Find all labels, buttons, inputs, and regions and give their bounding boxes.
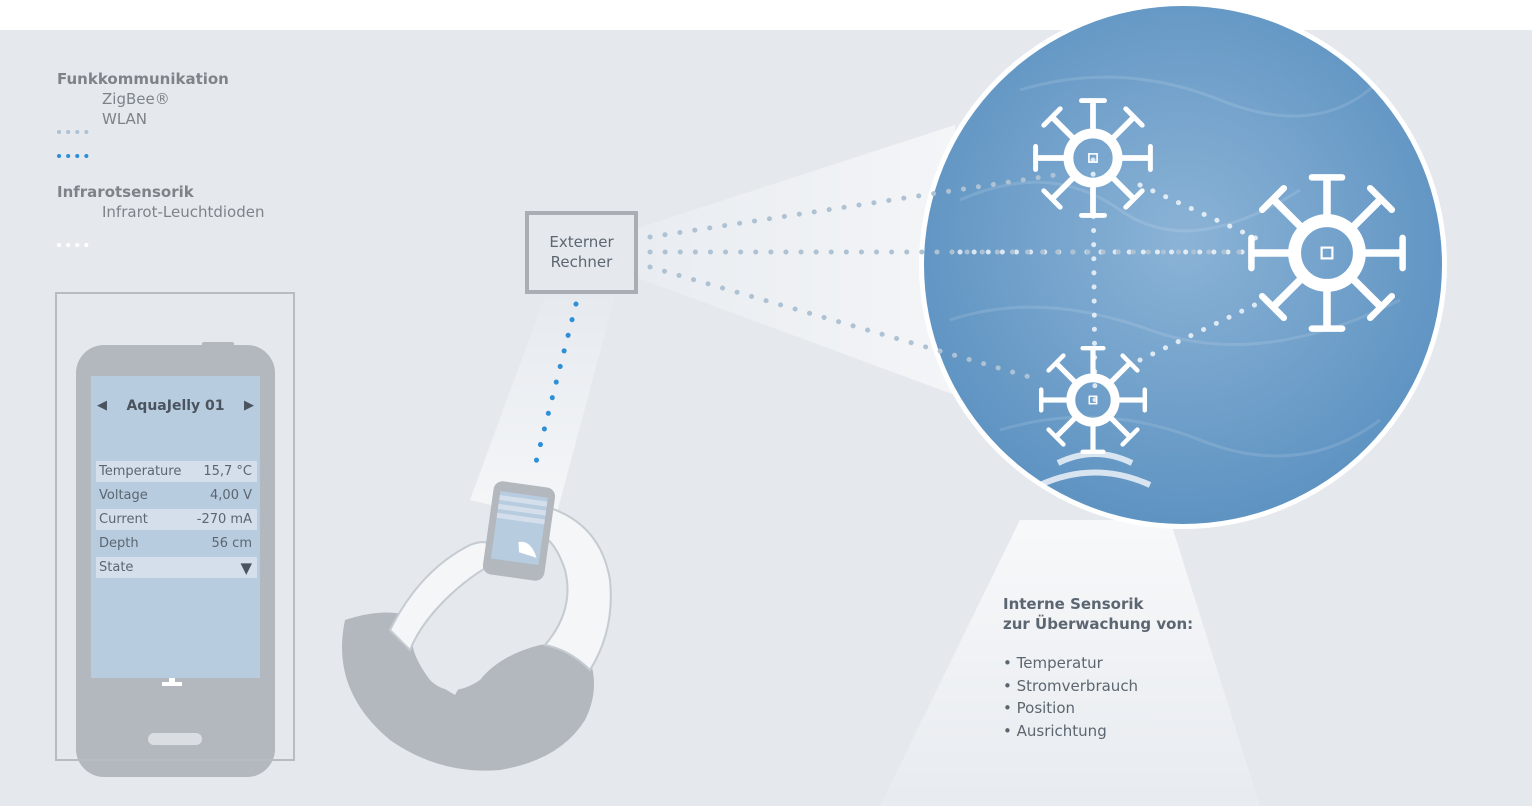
legend-wlan: WLAN bbox=[102, 110, 229, 128]
state-dropdown[interactable]: State ▼ bbox=[96, 557, 257, 578]
row-label: Depth bbox=[99, 536, 139, 551]
row-voltage: Voltage 4,00 V bbox=[96, 485, 257, 506]
external-computer: Externer Rechner bbox=[525, 211, 638, 294]
sensors-heading-1: Interne Sensorik bbox=[1003, 595, 1144, 613]
water-sphere bbox=[924, 6, 1442, 524]
app-title: AquaJelly 01 bbox=[126, 398, 225, 414]
legend-wlan-label: WLAN bbox=[102, 110, 148, 128]
computer-label-line1: Externer bbox=[549, 233, 614, 251]
dropdown-triangle-icon[interactable]: ▼ bbox=[240, 558, 252, 577]
list-item: Position bbox=[1003, 697, 1193, 720]
legend-radio: Funkkommunikation ZigBee® WLAN bbox=[57, 70, 229, 128]
sensors-list: Temperatur Stromverbrauch Position Ausri… bbox=[1003, 652, 1193, 742]
row-value: -270 mA bbox=[196, 512, 252, 527]
next-arrow-icon[interactable]: ▶ bbox=[244, 398, 254, 413]
row-value: 15,7 °C bbox=[203, 464, 252, 479]
legend-zigbee-label: ZigBee® bbox=[102, 90, 170, 108]
zigbee-beam bbox=[638, 125, 955, 395]
legend-zigbee: ZigBee® bbox=[102, 90, 229, 108]
app-screen: ◀ AquaJelly 01 ▶ Temperature 15,7 °C Vol… bbox=[91, 376, 260, 678]
legend-infrared-leds: Infrarot-Leuchtdioden bbox=[102, 203, 264, 221]
person-illustration bbox=[342, 481, 612, 771]
legend-dot-samples bbox=[57, 130, 94, 247]
list-item: Temperatur bbox=[1003, 652, 1193, 675]
row-label: Voltage bbox=[99, 488, 148, 503]
internal-sensors-text: Interne Sensorik zur Überwachung von: Te… bbox=[1003, 594, 1193, 742]
row-value: 56 cm bbox=[211, 536, 253, 551]
row-label: Temperature bbox=[99, 464, 182, 479]
phone-frame bbox=[55, 292, 295, 761]
row-value: 4,00 V bbox=[210, 488, 252, 503]
list-item: Stromverbrauch bbox=[1003, 675, 1193, 698]
water-ripples bbox=[949, 75, 1401, 458]
sensors-heading-2: zur Überwachung von: bbox=[1003, 615, 1194, 633]
sensor-waves bbox=[1038, 451, 1152, 488]
row-temperature: Temperature 15,7 °C bbox=[96, 461, 257, 482]
legend-radio-heading: Funkkommunikation bbox=[57, 70, 229, 88]
row-current: Current -270 mA bbox=[96, 509, 257, 530]
computer-label-line2: Rechner bbox=[550, 253, 613, 271]
row-label: Current bbox=[99, 512, 148, 527]
wlan-beam bbox=[470, 296, 615, 520]
row-depth: Depth 56 cm bbox=[96, 533, 257, 554]
wlan-link bbox=[530, 301, 579, 477]
prev-arrow-icon[interactable]: ◀ bbox=[97, 398, 107, 413]
legend-infrared-leds-label: Infrarot-Leuchtdioden bbox=[102, 203, 265, 221]
legend-infrared-heading: Infrarotsensorik bbox=[57, 183, 194, 201]
list-item: Ausrichtung bbox=[1003, 720, 1193, 743]
legend-infrared: Infrarotsensorik Infrarot-Leuchtdioden bbox=[57, 183, 264, 221]
row-label: State bbox=[99, 560, 134, 575]
